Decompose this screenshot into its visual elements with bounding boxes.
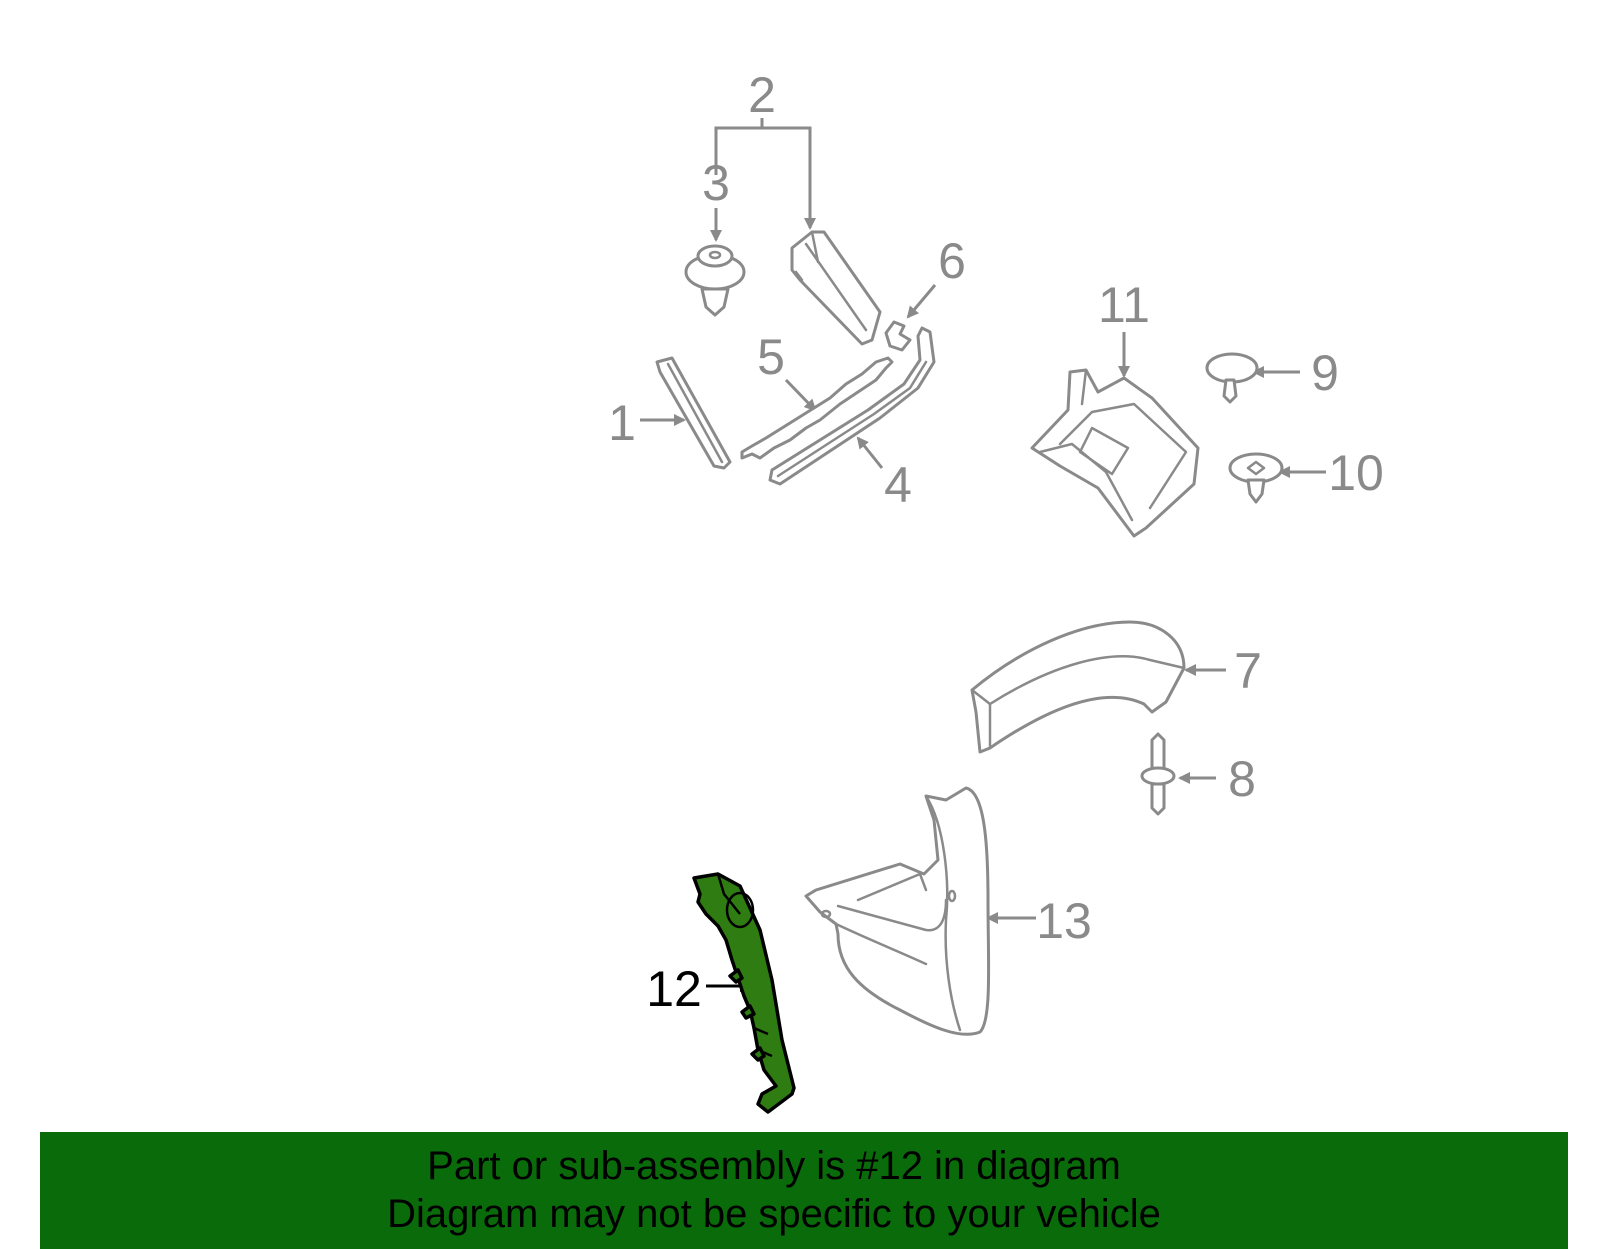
callout-3-label: 3 (702, 155, 730, 211)
callout-10-label: 10 (1328, 445, 1384, 501)
part-5-sealing-strip (740, 356, 894, 460)
callout-9-label: 9 (1311, 345, 1339, 401)
callout-2-leader (714, 126, 816, 230)
callout-3-group: 3 (702, 155, 730, 242)
callout-5-group: 5 (757, 329, 817, 412)
banner-line-2: Diagram may not be specific to your vehi… (387, 1192, 1161, 1236)
callout-2-label: 2 (748, 67, 776, 123)
part-6-clip (884, 320, 912, 352)
info-banner: Part or sub-assembly is #12 in diagram D… (40, 1132, 1568, 1249)
callout-7-label: 7 (1234, 643, 1262, 699)
callout-6-label: 6 (938, 233, 966, 289)
part-10-clip (1228, 452, 1284, 504)
callout-1-group: 1 (608, 395, 686, 451)
callout-8-label: 8 (1228, 751, 1256, 807)
banner-line-1: Part or sub-assembly is #12 in diagram (427, 1144, 1121, 1188)
callout-6-leader (906, 284, 937, 319)
part-9-clip (1205, 352, 1259, 404)
part-8-bolt (1140, 732, 1176, 816)
callout-13-label: 13 (1036, 893, 1092, 949)
callout-4-group: 4 (856, 436, 912, 513)
callout-1-label: 1 (608, 395, 636, 451)
callout-4-leader (856, 436, 884, 469)
part-12-highlighted-trim[interactable] (692, 872, 796, 1114)
callout-5-leader (784, 378, 817, 412)
part-7-fender-flare (970, 620, 1186, 754)
part-4-sill-moulding (768, 326, 936, 486)
callout-9-group: 9 (1252, 345, 1339, 401)
callout-11-group: 11 (1098, 277, 1150, 378)
part-2-pillar-trim (790, 230, 882, 346)
callout-5-label: 5 (757, 329, 785, 385)
callout-2-group: 2 (714, 67, 816, 230)
callout-8-group: 8 (1178, 751, 1256, 807)
callout-11-label: 11 (1098, 277, 1150, 333)
callout-7-group: 7 (1184, 643, 1262, 699)
part-1-strip (655, 356, 732, 470)
callout-4-label: 4 (884, 457, 912, 513)
callout-6-group: 6 (906, 233, 966, 319)
callout-12-label: 12 (646, 961, 702, 1017)
callout-13-group: 13 (986, 893, 1092, 949)
part-13-mud-flap (804, 786, 991, 1036)
part-11-wheel-liner (1030, 368, 1200, 538)
callout-10-group: 10 (1278, 445, 1384, 501)
part-3-push-clip (684, 244, 746, 317)
